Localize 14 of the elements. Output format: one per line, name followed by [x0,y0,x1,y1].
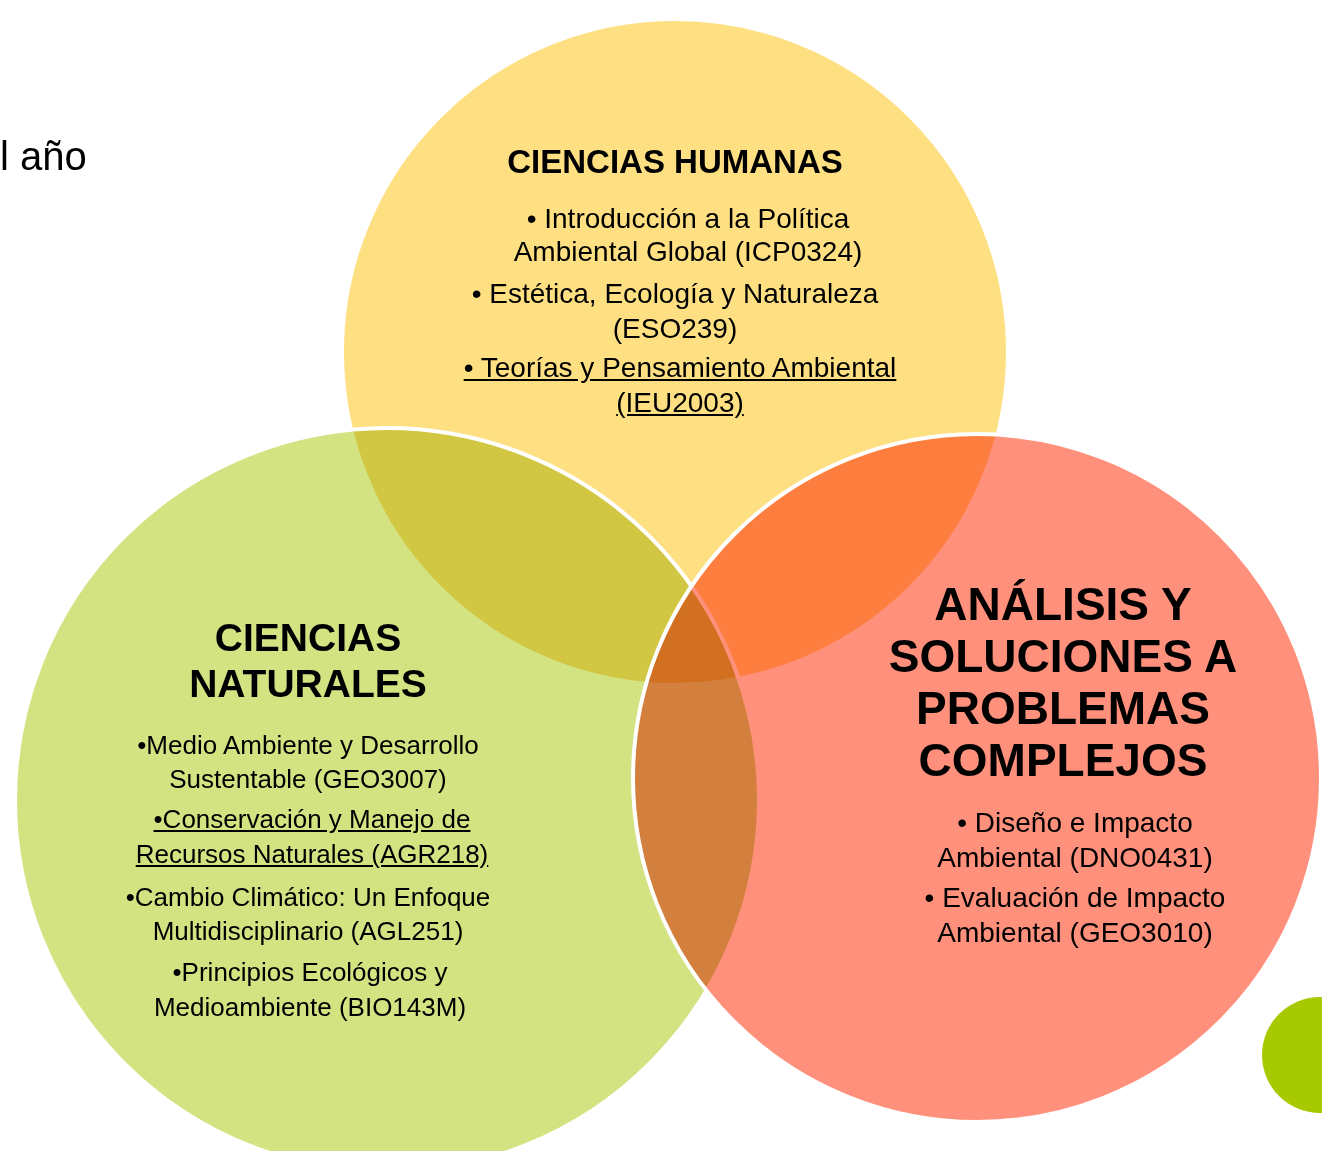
slide-text-fragment: l año [0,134,87,179]
course-item: • Evaluación de Impacto Ambiental (GEO3010) [923,881,1227,950]
circle-heading: ANÁLISIS Y SOLUCIONES A PROBLEMAS COMPLEJOS [887,578,1239,786]
circle-heading: CIENCIAS NATURALES [188,615,428,707]
course-item: • Teorías y Pensamiento Ambiental (IEU2003) [462,351,898,420]
course-item: • Estética, Ecología y Naturaleza (ESO239) [470,277,880,346]
course-item: •Principios Ecológicos y Medioambiente (BIO143M) [152,956,468,1024]
course-item: •Cambio Climático: Un Enfoque Multidisciplinario (AGL251) [124,881,492,948]
circle-heading: CIENCIAS HUMANAS [506,143,844,181]
venn-circle [633,434,1321,1122]
course-item: • Introducción a la Política Ambiental Global (ICP0324) [512,202,864,268]
course-item: • Diseño e Impacto Ambiental (DNO0431) [936,806,1214,875]
course-item: •Conservación y Manejo de Recursos Naturales (AGR218) [134,803,490,871]
course-item: •Medio Ambiente y Desarrollo Sustentable (GEO3007) [136,729,480,796]
